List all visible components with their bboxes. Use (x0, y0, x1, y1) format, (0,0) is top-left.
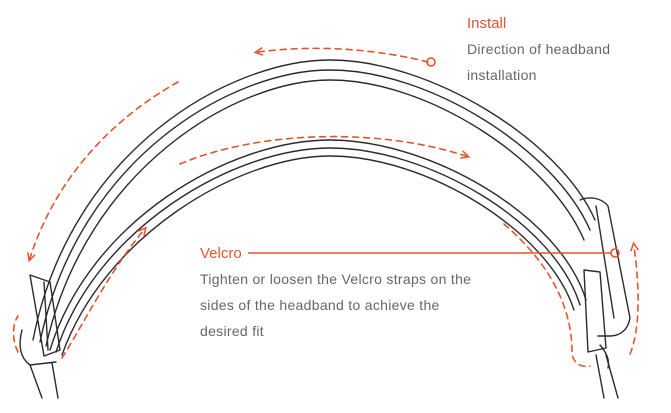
adjust-arrow-right-inner (503, 223, 591, 368)
velcro-description: Tighten or loosen the Velcro straps on t… (200, 271, 472, 339)
adjust-arrow-inner-left (61, 230, 144, 359)
install-arrow-top (258, 48, 429, 63)
direction-arrows (12, 48, 639, 368)
velcro-title: Velcro (200, 245, 242, 262)
adjust-arrow-left-end (12, 315, 19, 353)
headband-outline (19, 59, 631, 399)
install-title: Install (467, 15, 507, 32)
install-marker (426, 57, 436, 67)
install-arrow-left (30, 81, 179, 258)
velcro-marker (610, 248, 620, 258)
adjust-arrow-right-outer (629, 246, 638, 355)
callout-markers (248, 57, 620, 258)
adjust-arrow-inner-top (179, 135, 466, 165)
install-description: Direction of headband installation (467, 41, 611, 83)
